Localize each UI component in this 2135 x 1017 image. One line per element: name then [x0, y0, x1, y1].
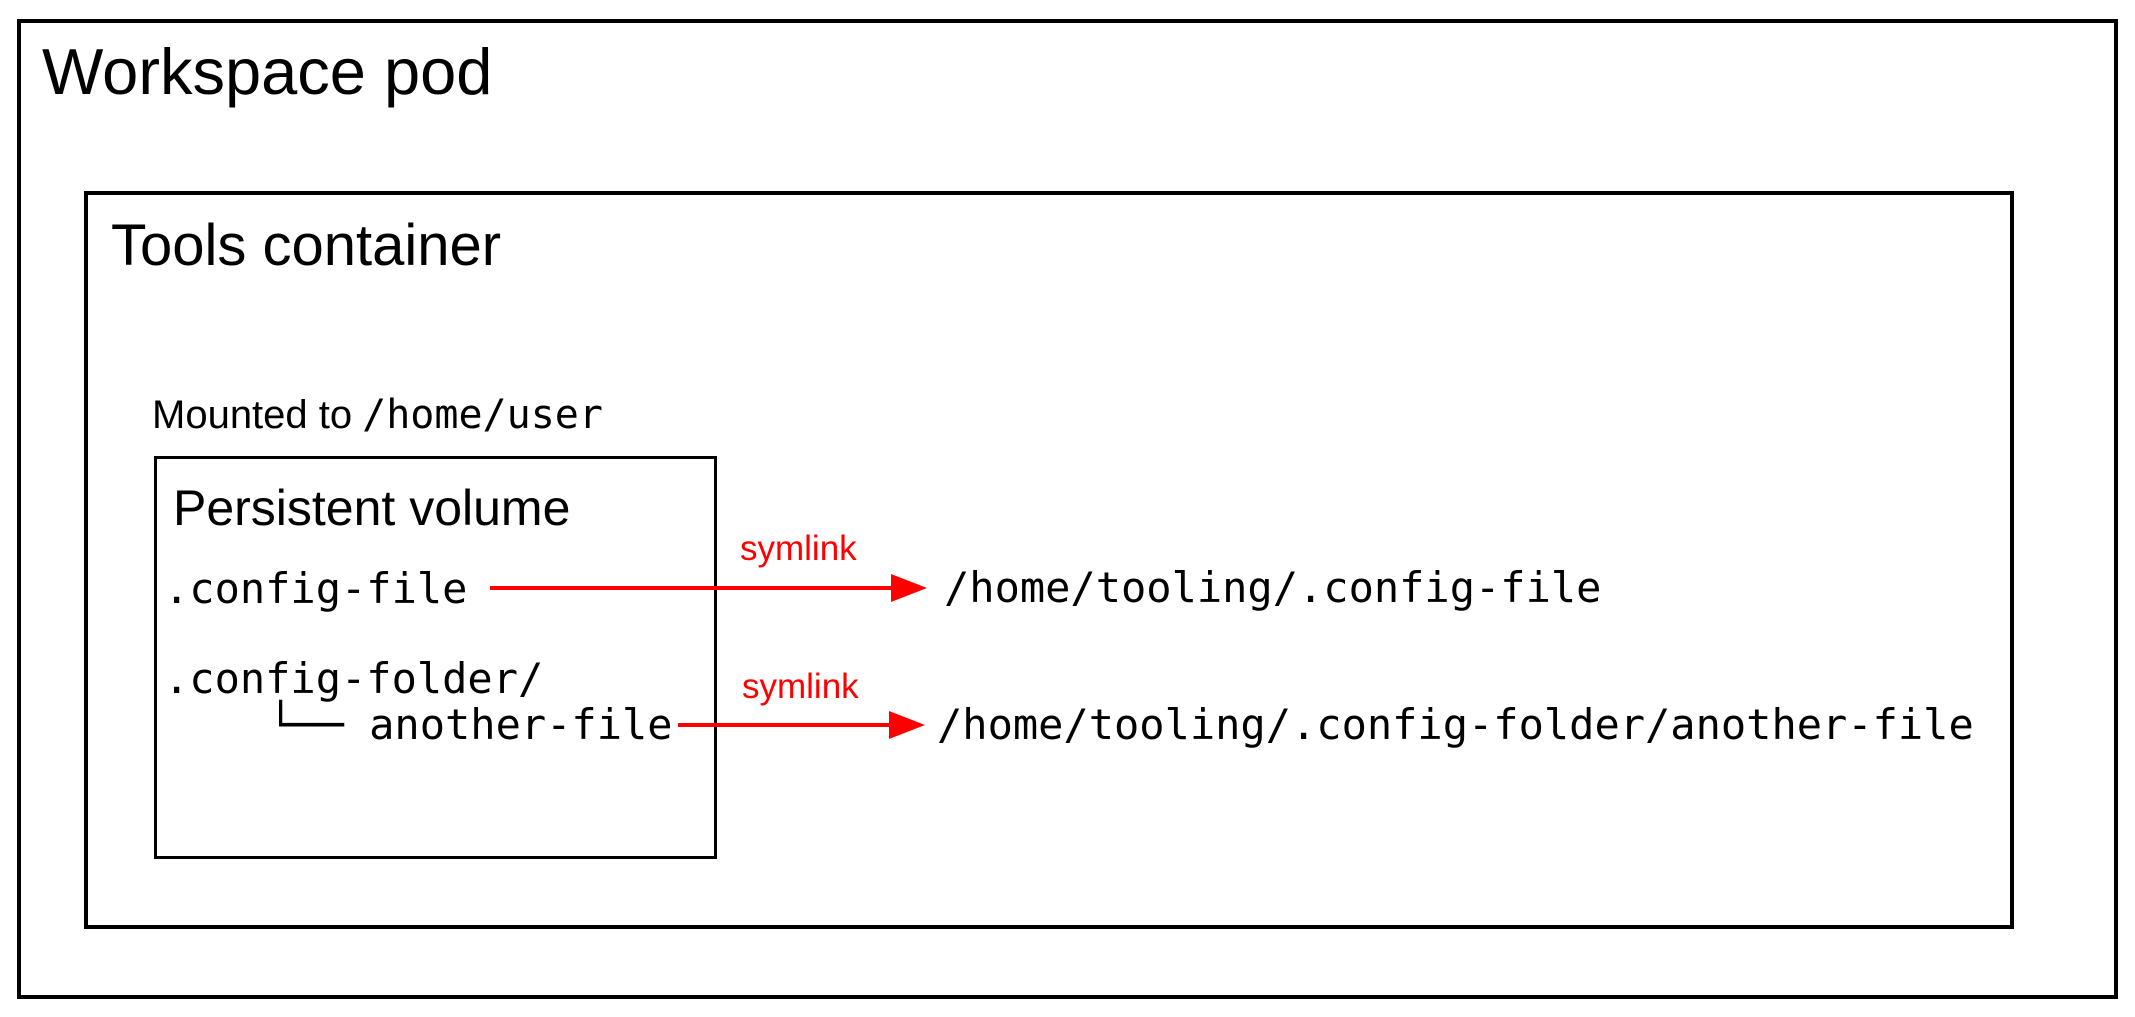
symlink-arrow-line-1 [490, 586, 893, 590]
symlink-target-path-2: /home/tooling/.config-folder/another-fil… [937, 700, 1974, 749]
persistent-volume-title: Persistent volume [173, 480, 571, 536]
mount-label: Mounted to/home/user [152, 392, 603, 438]
file-entry-config-file: .config-file [164, 564, 468, 613]
mount-label-prefix: Mounted to [152, 393, 353, 437]
tools-container-title: Tools container [111, 213, 502, 278]
symlink-target-path-1: /home/tooling/.config-file [944, 563, 1602, 612]
symlink-arrowhead-icon-2 [889, 711, 925, 739]
symlink-arrow-line-2 [678, 723, 891, 727]
file-entry-config-folder: .config-folder/ [164, 654, 544, 703]
symlink-arrowhead-icon-1 [891, 574, 927, 602]
persistent-volume-box [154, 456, 717, 859]
mount-path: /home/user [362, 392, 603, 438]
symlink-label-1: symlink [740, 529, 857, 568]
symlink-label-2: symlink [742, 667, 859, 706]
workspace-pod-title: Workspace pod [42, 35, 493, 108]
tree-branch-entry-another-file: └── another-file [268, 700, 673, 749]
